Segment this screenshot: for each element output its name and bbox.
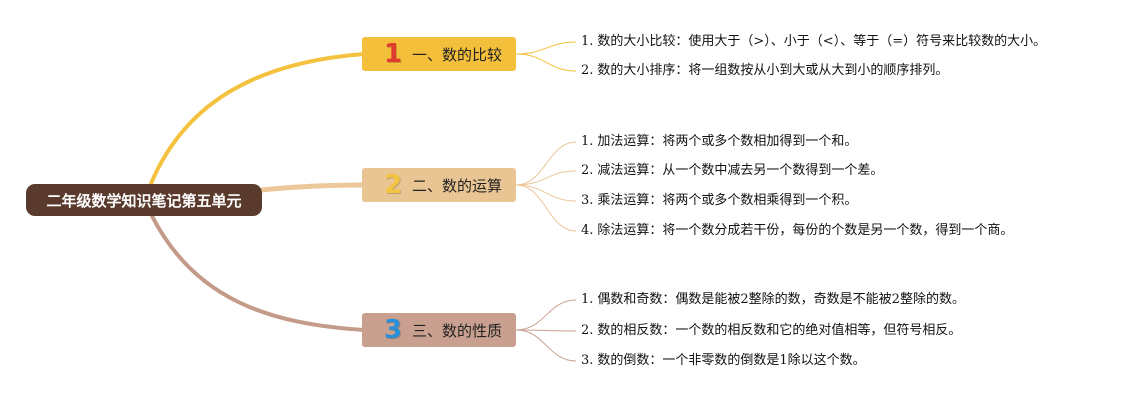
leaf-text: 数的大小排序：将一组数按从小到大或从大到小的顺序排列。 (597, 63, 949, 78)
connector-branch-3-leaf-1 (515, 299, 577, 331)
leaf-index: 1. (581, 34, 594, 49)
connector-branch-2-leaf-3 (515, 184, 577, 202)
connector-branch-3-leaf-2 (515, 329, 577, 332)
leaf-text: 减法运算：从一个数中减去另一个数得到一个差。 (597, 163, 884, 178)
branch-topic-number-comparison[interactable]: 1 一、数的比较 (362, 37, 516, 71)
leaf-text: 数的大小比较：使用大于（>）、小于（<）、等于（=）符号来比较数的大小。 (597, 34, 1047, 49)
leaf-index: 1. (581, 134, 594, 149)
branch-label: 三、数的性质 (412, 321, 503, 340)
branch-topic-number-operations[interactable]: 2 二、数的运算 (362, 168, 516, 202)
connector-branch-3-leaf-3 (515, 329, 577, 362)
leaf-index: 2. (581, 63, 594, 78)
leaf-text: 加法运算：将两个或多个数相加得到一个和。 (597, 134, 858, 149)
leaf-topic[interactable]: 2.减法运算：从一个数中减去另一个数得到一个差。 (581, 163, 883, 179)
leaf-topic[interactable]: 4.除法运算：将一个数分成若干份，每份的个数是另一个数，得到一个商。 (581, 223, 1013, 239)
number-three-badge: 3 (383, 315, 403, 345)
connector-root-branch-1 (148, 52, 366, 188)
leaf-index: 2. (581, 323, 594, 338)
connector-branch-2-leaf-1 (515, 141, 577, 186)
leaf-text: 除法运算：将一个数分成若干份，每份的个数是另一个数，得到一个商。 (597, 223, 1014, 238)
root-topic[interactable]: 二年级数学知识笔记第五单元 (26, 184, 262, 216)
branch-topic-number-properties[interactable]: 3 三、数的性质 (362, 313, 516, 347)
leaf-text: 偶数和奇数：偶数是能被2整除的数，奇数是不能被2整除的数。 (597, 292, 965, 307)
leaf-topic[interactable]: 2.数的相反数：一个数的相反数和它的绝对值相等，但符号相反。 (581, 323, 961, 339)
leaf-text: 数的倒数：一个非零数的倒数是1除以这个数。 (597, 353, 866, 368)
connector-branch-2-leaf-2 (515, 170, 577, 186)
connector-branch-2-leaf-4 (515, 184, 577, 232)
leaf-topic[interactable]: 3.数的倒数：一个非零数的倒数是1除以这个数。 (581, 353, 866, 369)
connector-root-branch-3 (150, 214, 366, 332)
leaf-topic[interactable]: 3.乘法运算：将两个或多个数相乘得到一个积。 (581, 193, 857, 209)
leaf-topic[interactable]: 1.加法运算：将两个或多个数相加得到一个和。 (581, 134, 857, 150)
leaf-topic[interactable]: 2.数的大小排序：将一组数按从小到大或从大到小的顺序排列。 (581, 63, 948, 79)
leaf-topic[interactable]: 1.偶数和奇数：偶数是能被2整除的数，奇数是不能被2整除的数。 (581, 292, 965, 308)
leaf-index: 3. (581, 353, 594, 368)
connector-branch-1-leaf-1 (515, 41, 577, 55)
connector-root-branch-2 (259, 182, 367, 193)
leaf-index: 4. (581, 223, 594, 238)
leaf-index: 3. (581, 193, 594, 208)
number-one-badge: 1 (383, 39, 403, 69)
branch-label: 一、数的比较 (412, 45, 503, 64)
leaf-index: 1. (581, 292, 594, 307)
leaf-text: 乘法运算：将两个或多个数相乘得到一个积。 (597, 193, 858, 208)
branch-label: 二、数的运算 (412, 176, 503, 195)
leaf-index: 2. (581, 163, 594, 178)
connector-branch-1-leaf-2 (515, 53, 577, 72)
leaf-topic[interactable]: 1.数的大小比较：使用大于（>）、小于（<）、等于（=）符号来比较数的大小。 (581, 34, 1046, 50)
number-two-badge: 2 (383, 170, 403, 200)
leaf-text: 数的相反数：一个数的相反数和它的绝对值相等，但符号相反。 (597, 323, 962, 338)
